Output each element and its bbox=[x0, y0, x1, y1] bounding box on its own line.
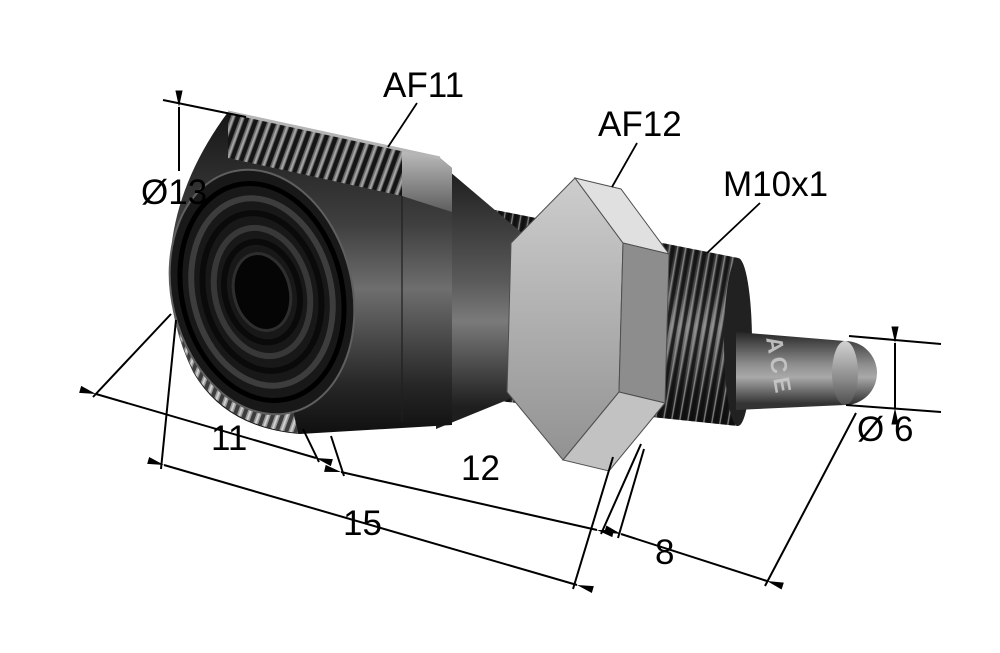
dimension-line bbox=[604, 525, 784, 590]
internal-thread-face bbox=[168, 168, 356, 416]
callout-af12: AF12 bbox=[598, 105, 682, 188]
leader-line bbox=[611, 142, 638, 188]
dim-label-dia13: Ø13 bbox=[141, 173, 207, 212]
extension-line bbox=[162, 99, 247, 118]
dimension-line bbox=[147, 456, 594, 594]
dimension-line bbox=[79, 385, 333, 467]
extension-line bbox=[330, 435, 345, 477]
rod-end-cap bbox=[832, 341, 858, 405]
dim-label-15: 15 bbox=[343, 504, 382, 543]
extension-line bbox=[848, 335, 942, 345]
top-edge-highlight bbox=[227, 110, 441, 160]
dim-body-length: 15 bbox=[147, 319, 614, 594]
nut-right-flat bbox=[618, 242, 670, 404]
extension-line bbox=[160, 319, 177, 470]
dim-body-diameter: Ø13 bbox=[141, 90, 247, 212]
extension-line bbox=[92, 313, 172, 398]
callout-thread-spec: M10x1 bbox=[706, 165, 828, 254]
dim-label-11: 11 bbox=[211, 419, 247, 458]
extension-line bbox=[764, 412, 857, 587]
leader-line bbox=[706, 202, 761, 254]
label-af11: AF11 bbox=[383, 66, 464, 105]
extension-line bbox=[617, 448, 645, 539]
hex-nut bbox=[506, 177, 671, 472]
callout-af11: AF11 bbox=[383, 66, 464, 148]
main-body bbox=[168, 110, 453, 434]
dim-rod-diameter: Ø 6 bbox=[845, 326, 942, 449]
piston-rod: ACE bbox=[736, 332, 877, 410]
label-thread-spec: M10x1 bbox=[723, 165, 828, 204]
body-collar-cone bbox=[436, 160, 522, 429]
label-af12: AF12 bbox=[598, 105, 682, 144]
dim-label-dia6: Ø 6 bbox=[857, 410, 913, 449]
dim-label-8: 8 bbox=[655, 533, 674, 572]
leader-line bbox=[387, 102, 418, 148]
chamfer-ring bbox=[402, 150, 452, 212]
dim-knurl-length: 11 bbox=[79, 313, 333, 467]
extension-line bbox=[572, 456, 614, 590]
knurled-top-band bbox=[228, 112, 402, 196]
dim-label-12: 12 bbox=[461, 449, 500, 488]
shock-absorber-component: ACE bbox=[168, 110, 877, 472]
dim-rod-length: 8 bbox=[604, 412, 857, 590]
